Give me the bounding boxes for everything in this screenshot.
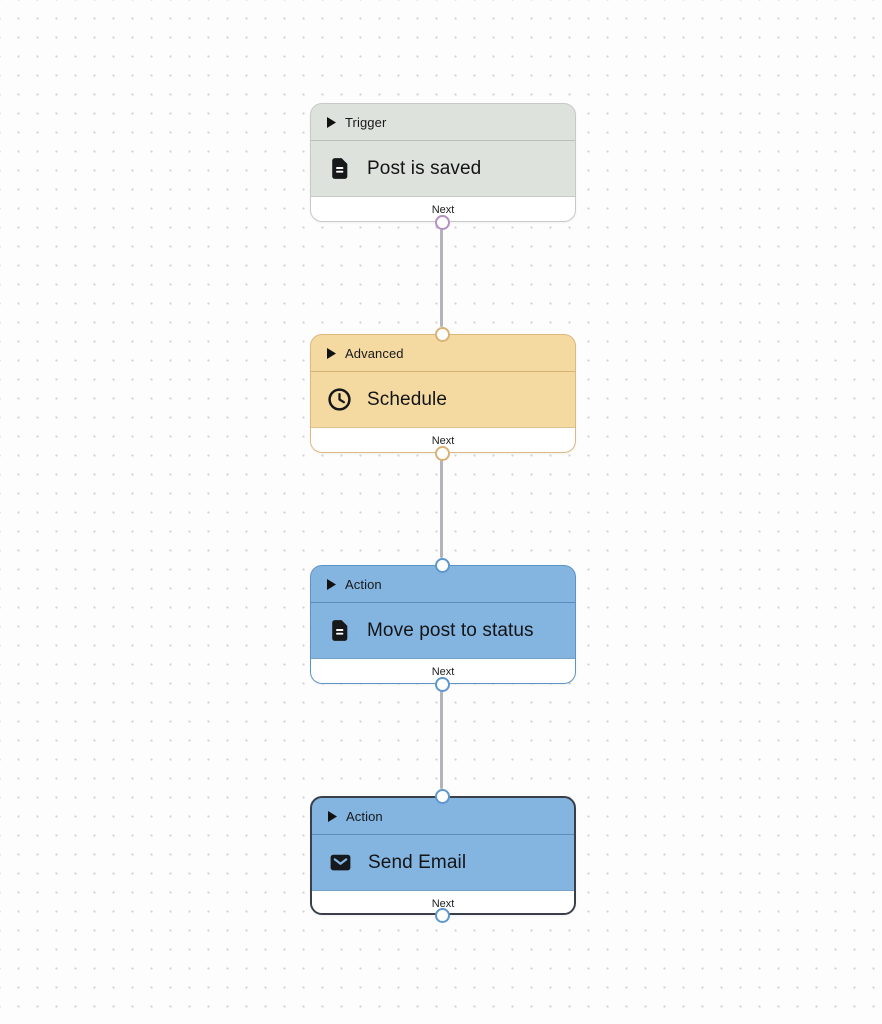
edge-connector-trigger-to-schedule[interactable] (440, 229, 443, 327)
collapse-triangle-icon[interactable] (327, 578, 336, 590)
input-port-schedule[interactable] (435, 327, 450, 342)
input-port-move-post-to-status[interactable] (435, 558, 450, 573)
output-port-post-is-saved[interactable] (435, 215, 450, 230)
output-port-move-post-to-status[interactable] (435, 677, 450, 692)
node-header[interactable]: Action (312, 798, 574, 835)
node-title: Move post to status (367, 619, 534, 641)
clock-icon (328, 388, 351, 411)
document-icon (332, 620, 348, 641)
edge-connector-schedule-to-move-post[interactable] (440, 460, 443, 558)
node-header[interactable]: Action (311, 566, 575, 603)
next-port-label: Next (431, 665, 455, 678)
node-category-label: Advanced (345, 345, 404, 361)
collapse-triangle-icon[interactable] (327, 116, 336, 128)
node-title: Schedule (367, 388, 448, 410)
collapse-triangle-icon[interactable] (328, 810, 337, 822)
node-category-label: Action (345, 576, 382, 592)
next-port-label: Next (431, 203, 455, 216)
document-icon (332, 158, 348, 179)
edge-connector-move-post-to-send-email[interactable] (440, 691, 443, 789)
node-body[interactable]: Move post to status (311, 603, 575, 659)
collapse-triangle-icon[interactable] (327, 347, 336, 359)
next-port-label: Next (431, 897, 455, 910)
node-trigger-post-is-saved[interactable]: Trigger Post is saved Next (310, 103, 576, 222)
node-body[interactable]: Schedule (311, 372, 575, 428)
node-action-move-post-to-status[interactable]: Action Move post to status Next (310, 565, 576, 684)
node-category-label: Trigger (345, 114, 387, 130)
node-header[interactable]: Advanced (311, 335, 575, 372)
node-action-send-email[interactable]: Action Send Email Next (310, 796, 576, 915)
node-title: Send Email (368, 851, 467, 873)
output-port-schedule[interactable] (435, 446, 450, 461)
node-body[interactable]: Post is saved (311, 141, 575, 197)
input-port-send-email[interactable] (435, 789, 450, 804)
node-header[interactable]: Trigger (311, 104, 575, 141)
node-body[interactable]: Send Email (312, 835, 574, 891)
node-advanced-schedule[interactable]: Advanced Schedule Next (310, 334, 576, 453)
output-port-send-email[interactable] (435, 908, 450, 923)
node-category-label: Action (346, 808, 383, 824)
next-port-label: Next (431, 434, 455, 447)
node-footer: Next (312, 891, 574, 913)
node-title: Post is saved (367, 157, 482, 179)
mail-icon (330, 854, 351, 871)
